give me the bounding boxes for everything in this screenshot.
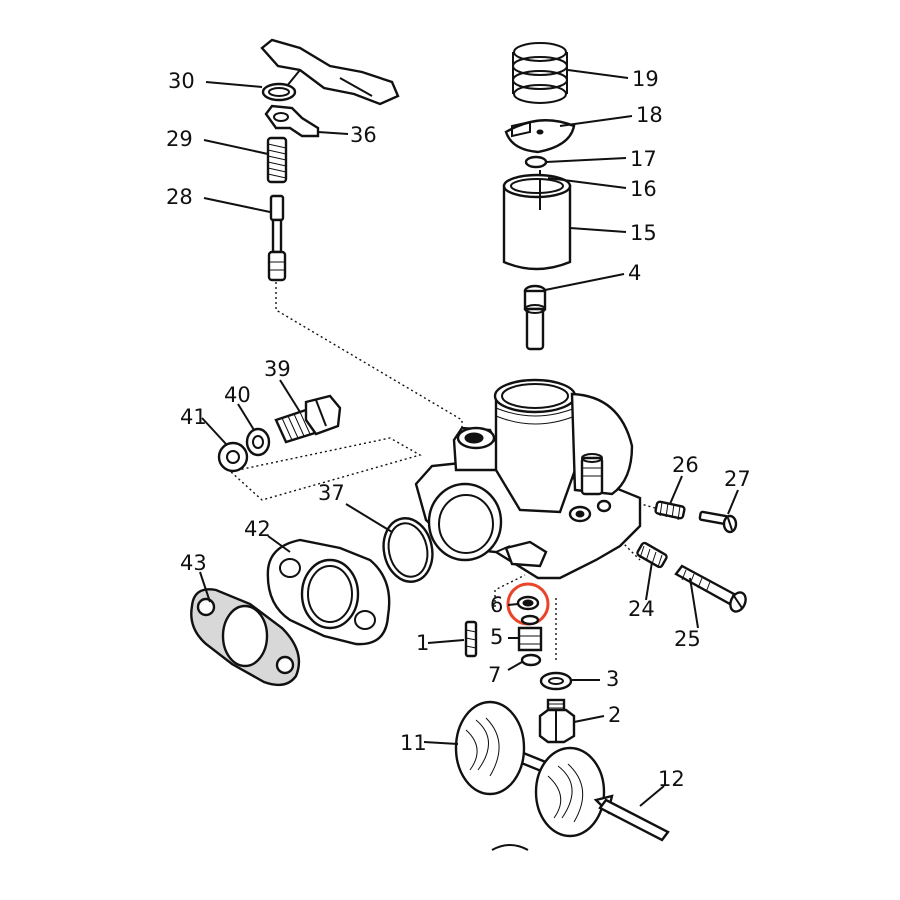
ring-30 [261,82,297,102]
throttle-rod-28 [267,194,287,282]
lever-36 [264,104,320,138]
label-30: 30 [168,69,195,93]
throttle-lever [260,38,400,106]
washer-3 [539,671,573,691]
plate-18 [504,119,576,154]
stud-1 [464,620,478,658]
o-ring-7 [520,653,542,667]
bolt-39 [274,394,342,444]
label-17: 17 [630,147,657,171]
gasket-43 [190,588,301,687]
spring-24 [636,541,668,569]
washer-40 [245,427,271,457]
label-4: 4 [628,261,641,285]
label-26: 26 [672,453,699,477]
drain-plug-2 [538,698,576,744]
label-36: 36 [350,123,377,147]
screw-25 [674,564,747,613]
label-1: 1 [416,631,429,655]
label-27: 27 [724,467,751,491]
label-40: 40 [224,383,251,407]
washer-41 [217,441,249,473]
float-11 [454,700,614,838]
label-6: 6 [490,593,503,617]
insulator-42 [266,538,391,646]
label-16: 16 [630,177,657,201]
leader-lines [199,69,739,807]
label-5: 5 [490,625,503,649]
label-12: 12 [658,767,685,791]
label-39: 39 [264,357,291,381]
label-3: 3 [606,667,619,691]
needle-jet-4 [523,284,547,351]
label-29: 29 [166,127,193,151]
label-7: 7 [488,663,501,687]
jet-5 [517,614,543,652]
label-15: 15 [630,221,657,245]
label-28: 28 [166,185,193,209]
label-18: 18 [636,103,663,127]
label-37: 37 [318,481,345,505]
spring-26 [654,500,686,521]
label-19: 19 [632,67,659,91]
label-42: 42 [244,517,271,541]
label-11: 11 [400,731,427,755]
spring-19 [512,42,568,104]
label-41: 41 [180,405,207,429]
float-pin-12 [598,798,670,842]
spring-29 [266,136,288,184]
carburetor-body [414,378,642,580]
body-fragment [491,844,529,851]
screw-27 [698,510,738,534]
callout-labels: 30 36 29 28 19 18 17 16 15 4 39 40 41 26… [166,67,751,791]
label-25: 25 [674,627,701,651]
o-ring-37 [382,517,434,583]
label-43: 43 [180,551,207,575]
throttle-valve-15 [502,173,572,271]
label-2: 2 [608,703,621,727]
clip-17 [524,155,548,169]
washer-6 [516,595,540,611]
label-24: 24 [628,597,655,621]
